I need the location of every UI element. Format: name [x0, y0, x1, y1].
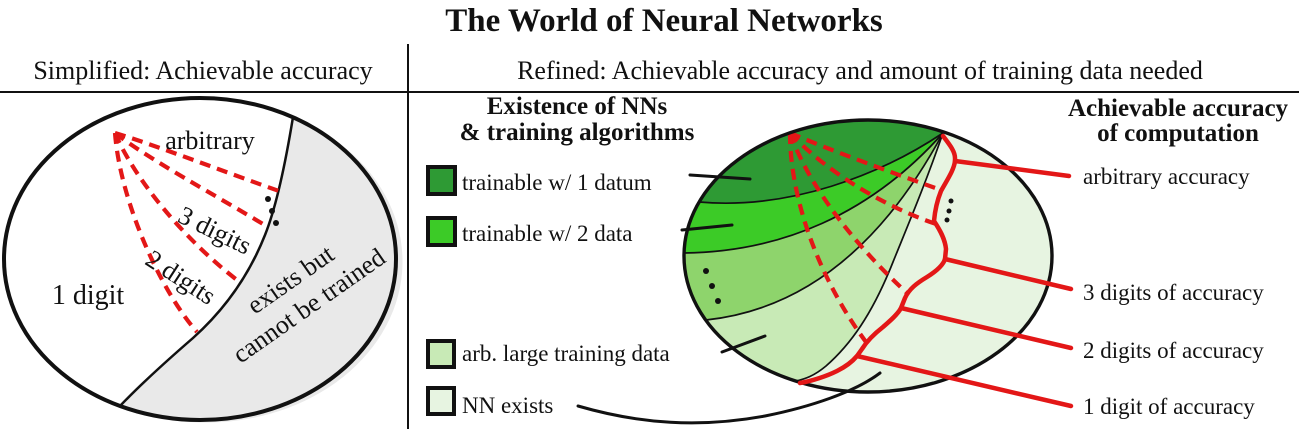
connector-2-data — [680, 223, 734, 232]
label-1digit: 1 digit — [52, 280, 125, 311]
swatch-1-datum — [426, 165, 457, 196]
accuracy-curve-arbitrary — [114, 130, 280, 193]
legend-item-nn-exists: NN exists — [462, 393, 553, 418]
legend-heading: Existence of NNs & training algorithms — [460, 93, 695, 146]
label-3digits-accuracy: 3 digits of accuracy — [1083, 280, 1264, 305]
untrainable-region — [120, 117, 403, 423]
right-venn-diagram — [682, 118, 1074, 409]
svg-text:of computation: of computation — [1097, 120, 1259, 147]
branch-3digits — [942, 256, 1074, 292]
swatch-arb-large — [426, 339, 456, 369]
r-accuracy-curve-3digits — [788, 132, 909, 295]
label-2digits-accuracy: 2 digits of accuracy — [1083, 338, 1264, 363]
r-accuracy-curve-arbitrary — [789, 131, 942, 192]
label-1digit-accuracy: 1 digit of accuracy — [1083, 394, 1255, 419]
trainable-boundary-curve — [119, 116, 295, 407]
svg-text:& training algorithms: & training algorithms — [460, 119, 695, 146]
svg-text:Achievable accuracy: Achievable accuracy — [1068, 95, 1289, 122]
connector-nn-exists — [576, 371, 882, 425]
right-accuracy-curves — [787, 131, 942, 344]
left-ellipsis-dots — [265, 196, 279, 226]
arc-1datum-2data — [698, 132, 944, 204]
band-boundary-arcs — [683, 132, 944, 382]
right-accuracy-ellipsis-dots — [944, 198, 954, 223]
svg-text:Existence of NNs: Existence of NNs — [487, 93, 668, 120]
arc-intermediate-arblarge — [705, 132, 944, 321]
accuracy-curve-2digits — [112, 132, 199, 334]
r-accuracy-curve-dots — [788, 131, 937, 226]
existence-legend: Existence of NNs & training algorithms t… — [426, 93, 882, 425]
right-band-ellipsis-dots — [703, 268, 721, 304]
band-intermediate-data — [684, 133, 943, 320]
band-2-data — [684, 133, 943, 253]
arc-2data-intermediate — [683, 132, 944, 254]
achievable-accuracy-boundary — [797, 133, 1074, 409]
left-ellipse-outline — [2, 96, 398, 422]
legend-item-2-data: trainable w/ 2 data — [462, 221, 633, 246]
band-arb-large-data — [706, 133, 943, 381]
legend-item-1-datum: trainable w/ 1 datum — [462, 170, 652, 195]
branch-1digit — [854, 353, 1074, 409]
swatch-2-data — [426, 216, 457, 247]
left-accuracy-curves — [112, 130, 280, 334]
connector-arb-large — [720, 334, 767, 354]
meridian-trainable-boundary — [795, 132, 944, 382]
legend-connectors — [576, 173, 882, 425]
accuracy-labels-column: Achievable accuracy of computation arbit… — [1068, 95, 1289, 419]
label-arbitrary: arbitrary — [165, 126, 255, 155]
page-title: The World of Neural Networks — [445, 3, 883, 39]
red-staircase — [797, 133, 958, 386]
left-panel-header: Simplified: Achievable accuracy — [33, 56, 372, 85]
accuracy-curve-3digits — [113, 132, 239, 282]
r-accuracy-curve-2digits — [787, 132, 868, 344]
right-panel-header: Refined: Achievable accuracy and amount … — [517, 56, 1203, 85]
right-ellipse-outline — [682, 118, 1054, 394]
branch-2digits — [898, 305, 1074, 351]
branch-arbitrary — [952, 158, 1072, 179]
legend-item-arb-large: arb. large training data — [462, 341, 670, 366]
swatch-nn-exists — [426, 386, 456, 416]
connector-1-datum — [688, 173, 752, 181]
left-venn-diagram: arbitrary 3 digits 2 digits 1 digit exis… — [2, 96, 403, 423]
label-arbitrary-accuracy: arbitrary accuracy — [1083, 164, 1250, 189]
accuracy-heading: Achievable accuracy of computation — [1068, 95, 1289, 147]
